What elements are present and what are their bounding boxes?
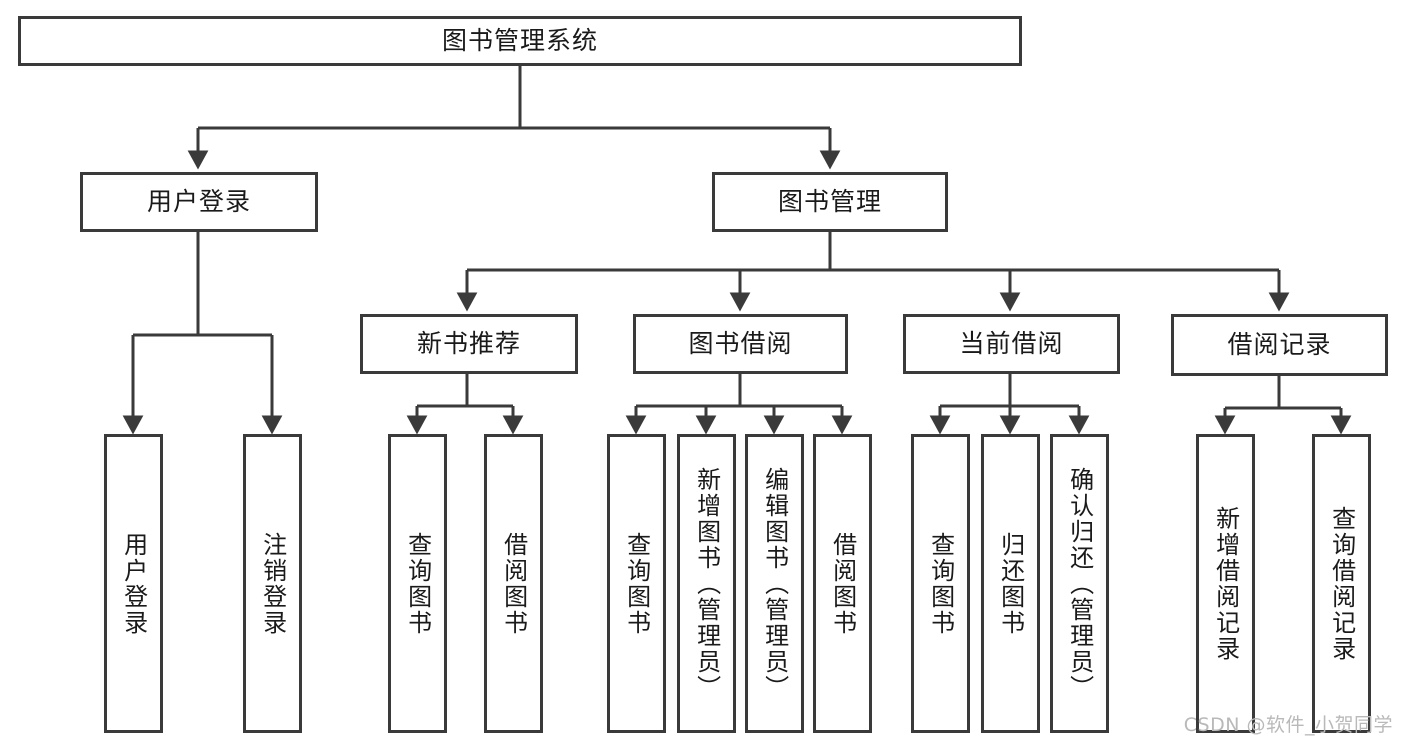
node-book-borrow: 图书借阅 — [633, 314, 848, 374]
leaf-user-login-logout: 注销登录 — [243, 434, 302, 733]
leaf-label: 查询图书 — [403, 531, 432, 636]
leaf-book-borrow-borrow: 借阅图书 — [813, 434, 872, 733]
node-borrow-record: 借阅记录 — [1171, 314, 1388, 376]
leaf-label: 新增图书（管理员） — [692, 466, 721, 701]
leaf-label: 注销登录 — [258, 531, 287, 636]
leaf-user-login-login: 用户登录 — [104, 434, 163, 733]
leaf-label: 编辑图书（管理员） — [760, 466, 789, 701]
leaf-label: 查询借阅记录 — [1327, 505, 1356, 662]
leaf-current-borrow-query: 查询图书 — [911, 434, 970, 733]
node-user-login: 用户登录 — [80, 172, 318, 232]
leaf-current-borrow-return: 归还图书 — [981, 434, 1040, 733]
node-root-system: 图书管理系统 — [18, 16, 1022, 66]
leaf-borrow-record-query: 查询借阅记录 — [1312, 434, 1371, 733]
watermark-text: CSDN @软件_小贺同学 — [1183, 714, 1393, 736]
leaf-label: 用户登录 — [119, 531, 148, 636]
leaf-book-borrow-add: 新增图书（管理员） — [677, 434, 736, 733]
leaf-label: 新增借阅记录 — [1211, 505, 1240, 662]
node-book-management: 图书管理 — [712, 172, 948, 232]
leaf-current-borrow-confirm: 确认归还（管理员） — [1050, 434, 1109, 733]
leaf-label: 确认归还（管理员） — [1065, 466, 1094, 701]
leaf-new-book-borrow: 借阅图书 — [484, 434, 543, 733]
leaf-label: 借阅图书 — [499, 531, 528, 636]
node-new-book-recommend: 新书推荐 — [360, 314, 578, 374]
leaf-borrow-record-add: 新增借阅记录 — [1196, 434, 1255, 733]
leaf-book-borrow-query: 查询图书 — [607, 434, 666, 733]
node-current-borrow: 当前借阅 — [903, 314, 1120, 374]
leaf-book-borrow-edit: 编辑图书（管理员） — [745, 434, 804, 733]
leaf-label: 归还图书 — [996, 531, 1025, 636]
leaf-label: 查询图书 — [926, 531, 955, 636]
leaf-label: 查询图书 — [622, 531, 651, 636]
leaf-label: 借阅图书 — [828, 531, 857, 636]
leaf-new-book-query: 查询图书 — [388, 434, 447, 733]
